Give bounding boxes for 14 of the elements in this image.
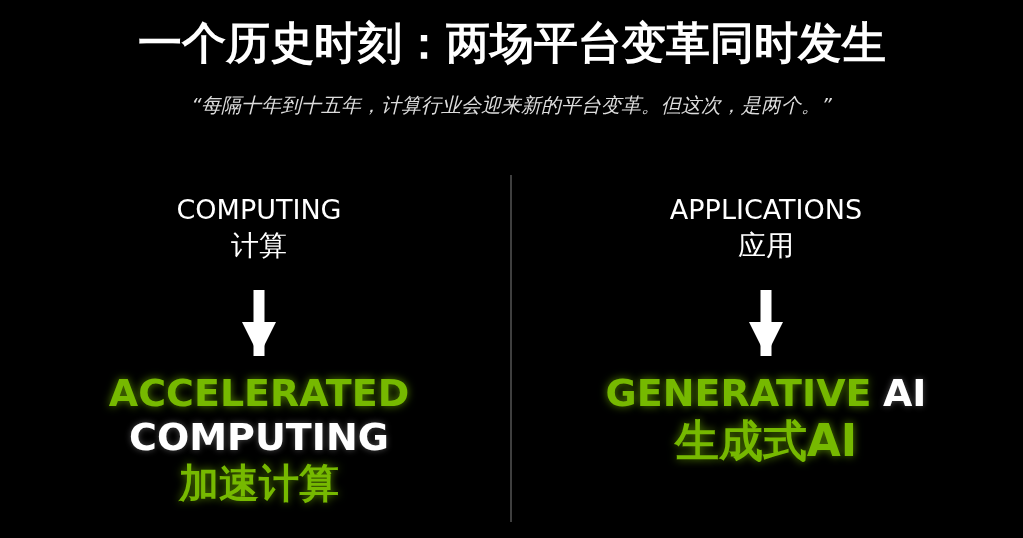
category-label: 应用 xyxy=(738,228,794,264)
platform-label: 生成式AI xyxy=(674,415,858,467)
arrow xyxy=(749,290,783,356)
platform-label: 加速计算 xyxy=(179,459,339,507)
arrow xyxy=(242,290,276,356)
category-label: APPLICATIONS xyxy=(669,193,863,227)
quote-text: “每隔十年到十五年，计算行业会迎来新的平台变革。但这次，是两个。” xyxy=(190,92,833,119)
platform-label: GENERATIVE xyxy=(605,371,872,415)
category-label: COMPUTING xyxy=(176,193,342,227)
title: 一个历史时刻：两场平台变革同时发生 xyxy=(136,16,887,70)
platform-label: COMPUTING xyxy=(129,415,389,459)
platform-label: ACCELERATED xyxy=(108,371,410,415)
category-label: 计算 xyxy=(231,228,287,264)
platform-label: AI xyxy=(882,371,927,415)
